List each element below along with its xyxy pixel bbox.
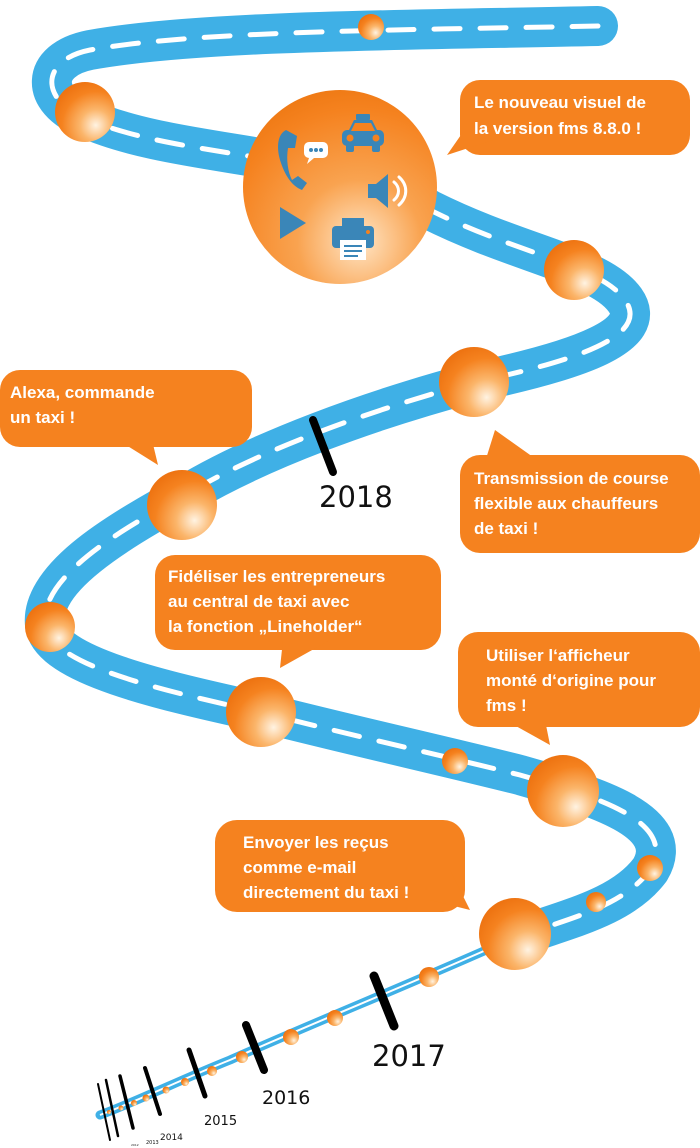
year-tick-2016	[242, 1021, 268, 1074]
callout-text: Fidéliser les entrepreneurs	[168, 567, 385, 586]
year-tick-2014	[143, 1066, 162, 1116]
milestone-ball	[207, 1066, 217, 1076]
milestone-ball	[107, 1110, 111, 1114]
milestone-ball	[358, 14, 384, 40]
callout-bubbles: Le nouveau visuel de la version fms 8.8.…	[0, 80, 700, 912]
callout-text: Utiliser l‘afficheur	[486, 646, 630, 665]
callout-pointer	[118, 440, 158, 465]
year-label-2015: 2015	[204, 1114, 237, 1129]
milestone-ball	[479, 898, 551, 970]
milestone-ball	[327, 1010, 343, 1026]
callout-transmission: Transmission de course flexible aux chau…	[460, 430, 700, 553]
callout-fms-visual: Le nouveau visuel de la version fms 8.8.…	[447, 80, 690, 155]
callout-text: Transmission de course	[474, 469, 669, 488]
callout-text: Alexa, commande	[10, 383, 155, 402]
callout-text: flexible aux chauffeurs	[474, 494, 658, 513]
play-icon	[280, 207, 306, 239]
callout-display: Utiliser l‘afficheur monté d‘origine pou…	[458, 632, 700, 745]
year-tick-2013	[118, 1074, 135, 1130]
year-tick-2015	[186, 1047, 208, 1099]
speaker-icon	[368, 174, 408, 208]
phone-chat-icon	[278, 130, 328, 190]
milestone-ball	[236, 1051, 248, 1063]
callout-shape	[215, 820, 465, 912]
milestone-balls	[25, 14, 663, 1114]
road-lane-markings	[42, 23, 659, 943]
callout-pointer	[505, 720, 550, 745]
callout-text: comme e-mail	[243, 858, 356, 877]
year-label-2014: 2014	[160, 1133, 183, 1143]
callout-text: directement du taxi !	[243, 883, 409, 902]
feature-bubble	[243, 90, 437, 284]
taxi-car-icon	[342, 114, 384, 152]
year-label-2016: 2016	[262, 1087, 310, 1109]
callout-pointer	[485, 430, 540, 462]
callout-text: un taxi !	[10, 408, 75, 427]
callout-text: la fonction „Lineholder“	[168, 617, 363, 636]
callout-shape	[155, 555, 441, 650]
callout-shape	[460, 455, 700, 553]
callout-lineholder: Fidéliser les entrepreneurs au central d…	[155, 555, 441, 668]
callout-text: Le nouveau visuel de	[474, 93, 646, 112]
year-tick-2018	[309, 416, 337, 476]
callout-text: au central de taxi avec	[168, 592, 349, 611]
milestone-ball	[419, 967, 439, 987]
milestone-ball	[181, 1078, 189, 1086]
milestone-ball	[637, 855, 663, 881]
milestone-ball	[162, 1086, 170, 1094]
callout-text: fms !	[486, 696, 527, 715]
milestone-ball	[131, 1100, 137, 1106]
milestone-ball	[55, 82, 115, 142]
callout-shape	[0, 370, 252, 447]
milestone-ball	[118, 1105, 124, 1111]
milestone-ball	[142, 1094, 150, 1102]
callout-shape	[460, 80, 690, 155]
year-tick-2012b	[97, 1083, 111, 1141]
callout-text: monté d‘origine pour	[486, 671, 656, 690]
year-ticks	[97, 416, 399, 1141]
milestone-ball	[442, 748, 468, 774]
milestone-ball	[147, 470, 217, 540]
callout-pointer	[430, 870, 470, 910]
milestone-ball	[226, 677, 296, 747]
year-labels: 2018 2017 2016 2015 2014 2013 2012	[131, 480, 446, 1147]
year-label-2017: 2017	[372, 1039, 446, 1073]
year-label-2013: 2013	[146, 1140, 159, 1146]
milestone-ball	[586, 892, 606, 912]
printer-icon	[332, 218, 374, 260]
milestone-ball	[544, 240, 604, 300]
milestone-ball	[527, 755, 599, 827]
callout-text: de taxi !	[474, 519, 538, 538]
year-tick-2012a	[104, 1078, 120, 1138]
callout-text: Envoyer les reçus	[243, 833, 389, 852]
callout-text: la version fms 8.8.0 !	[474, 119, 641, 138]
callout-receipts: Envoyer les reçus comme e-mail directeme…	[215, 820, 470, 912]
year-label-2018: 2018	[319, 480, 393, 514]
year-label-2012: 2012	[131, 1143, 139, 1147]
year-tick-2017	[369, 971, 399, 1031]
callout-pointer	[280, 640, 330, 668]
milestone-ball	[283, 1029, 299, 1045]
callout-alexa: Alexa, commande un taxi !	[0, 370, 252, 465]
callout-shape	[458, 632, 700, 727]
callout-pointer	[447, 122, 493, 155]
milestone-ball	[439, 347, 509, 417]
milestone-ball	[25, 602, 75, 652]
